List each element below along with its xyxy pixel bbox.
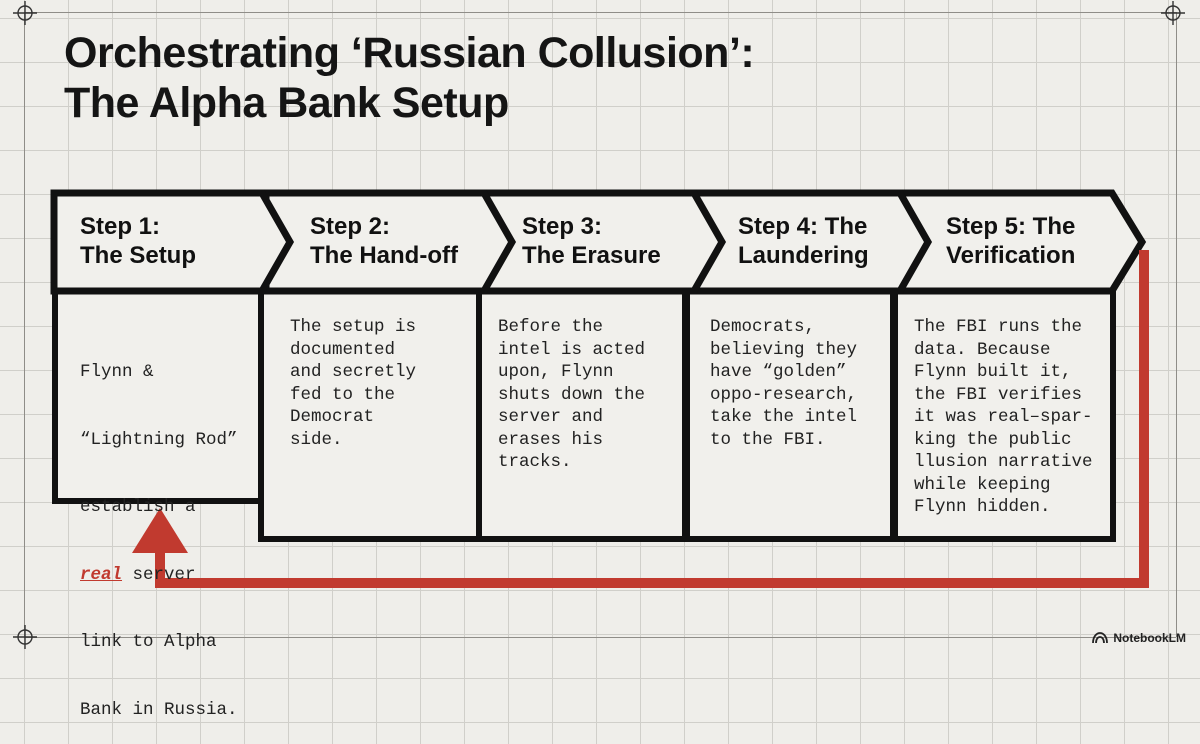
- step-4-name: Laundering: [738, 242, 869, 269]
- step-4-number: Step 4: The: [738, 213, 868, 240]
- step-3-header: Step 3: The Erasure: [522, 212, 661, 270]
- step-4-header: Step 4: The Laundering: [738, 212, 869, 270]
- step-5-number: Step 5: The: [946, 213, 1076, 240]
- title-line-2: The Alpha Bank Setup: [64, 79, 509, 127]
- step-2-number: Step 2:: [310, 213, 391, 240]
- step-1-description: Flynn & “Lightning Rod” establish a real…: [80, 316, 238, 744]
- step-1-line: establish a: [80, 497, 196, 517]
- step-3-number: Step 3:: [522, 213, 603, 240]
- step-3-name: The Erasure: [522, 242, 661, 269]
- registration-mark-icon: [13, 625, 37, 649]
- frame-right-rule: [1176, 12, 1177, 637]
- step-3-body-box: [476, 288, 688, 542]
- emphasis-real: real: [80, 564, 123, 585]
- step-5-name: Verification: [946, 242, 1076, 269]
- process-diagram: [50, 189, 1149, 588]
- chevron-band: [50, 189, 1147, 295]
- step-5-header: Step 5: The Verification: [946, 212, 1075, 270]
- step-2-description: The setup is documented and secretly fed…: [290, 317, 417, 450]
- step-2-name: The Hand-off: [310, 242, 458, 269]
- arrow-head-icon: [132, 508, 188, 553]
- chevron-step-1: [50, 189, 295, 295]
- step-4-description: Democrats, believing they have “golden” …: [710, 317, 858, 450]
- frame-top-rule: [24, 12, 1176, 13]
- step-1-header: Step 1: The Setup: [80, 212, 196, 270]
- step-1-body-box: [52, 288, 264, 504]
- step-1-line: Bank in Russia.: [80, 699, 238, 720]
- registration-mark-icon: [13, 1, 37, 25]
- step-1-line-rest: server: [122, 564, 196, 585]
- step-2-header: Step 2: The Hand-off: [310, 212, 458, 270]
- step-1-line: Flynn &: [80, 362, 154, 382]
- brand-name: NotebookLM: [1113, 631, 1186, 645]
- step-1-name: The Setup: [80, 242, 197, 269]
- step-1-line: link to Alpha: [80, 632, 217, 652]
- step-1-line: “Lightning Rod”: [80, 429, 238, 450]
- page-title: Orchestrating ‘Russian Collusion’: The A…: [64, 28, 755, 128]
- step-3-description: Before the intel is acted upon, Flynn sh…: [498, 317, 646, 472]
- step-1-number: Step 1:: [80, 213, 161, 240]
- return-arrow-line: [155, 250, 1149, 588]
- frame-left-rule: [24, 12, 25, 637]
- return-arrow: [132, 250, 1149, 588]
- title-line-1: Orchestrating ‘Russian Collusion’:: [64, 29, 755, 77]
- step-5-description: The FBI runs the data. Because Flynn bui…: [914, 317, 1093, 517]
- registration-mark-icon: [1161, 1, 1185, 25]
- frame-bottom-rule: [24, 637, 1176, 638]
- step-1-line: real server: [80, 564, 238, 587]
- notebooklm-watermark: NotebookLM: [1092, 631, 1186, 645]
- notebooklm-logo-icon: [1092, 632, 1109, 644]
